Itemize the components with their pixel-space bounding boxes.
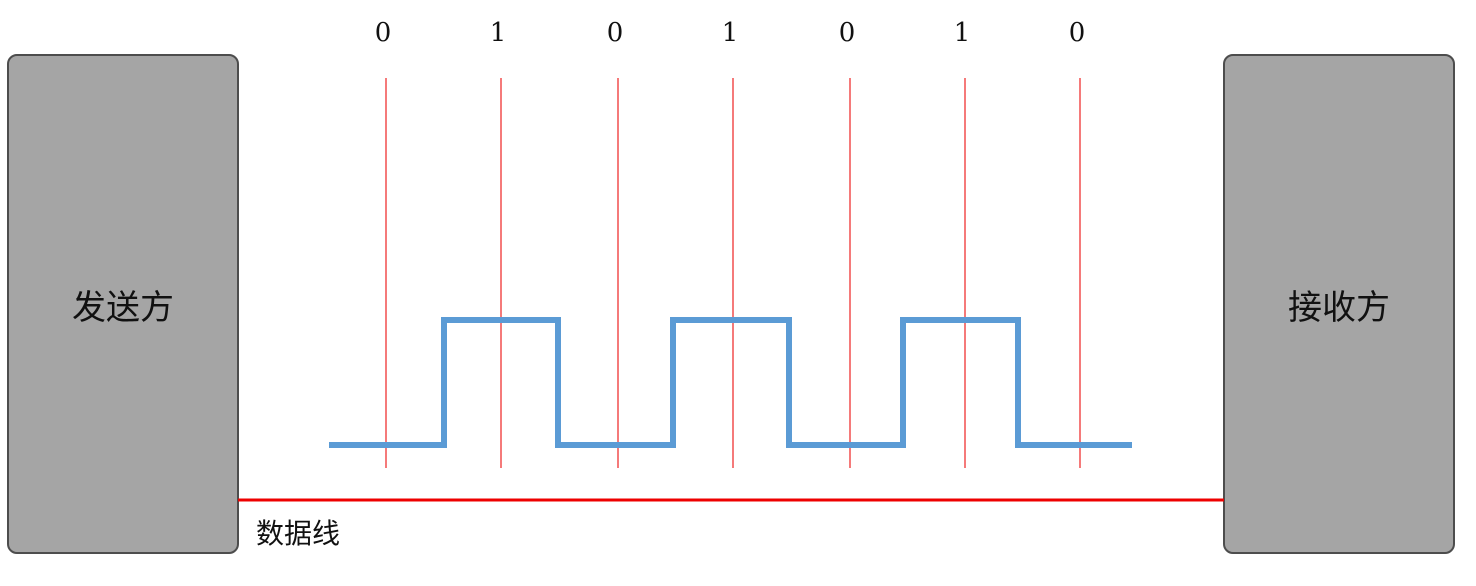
sample-lines [385,78,1081,468]
receiver-box: 接收方 [1223,54,1455,554]
bit-label: 0 [838,18,856,48]
receiver-label: 接收方 [1288,287,1390,328]
sender-box: 发送方 [7,54,239,554]
bit-label: 1 [489,18,507,48]
bit-label: 0 [1068,18,1086,48]
sender-label: 发送方 [72,287,174,328]
bit-label: 0 [606,18,624,48]
bit-label: 1 [953,18,971,48]
square-waveform [329,317,1132,448]
bit-label: 1 [721,18,739,48]
data-line-label: 数据线 [256,517,341,550]
bit-label: 0 [374,18,392,48]
